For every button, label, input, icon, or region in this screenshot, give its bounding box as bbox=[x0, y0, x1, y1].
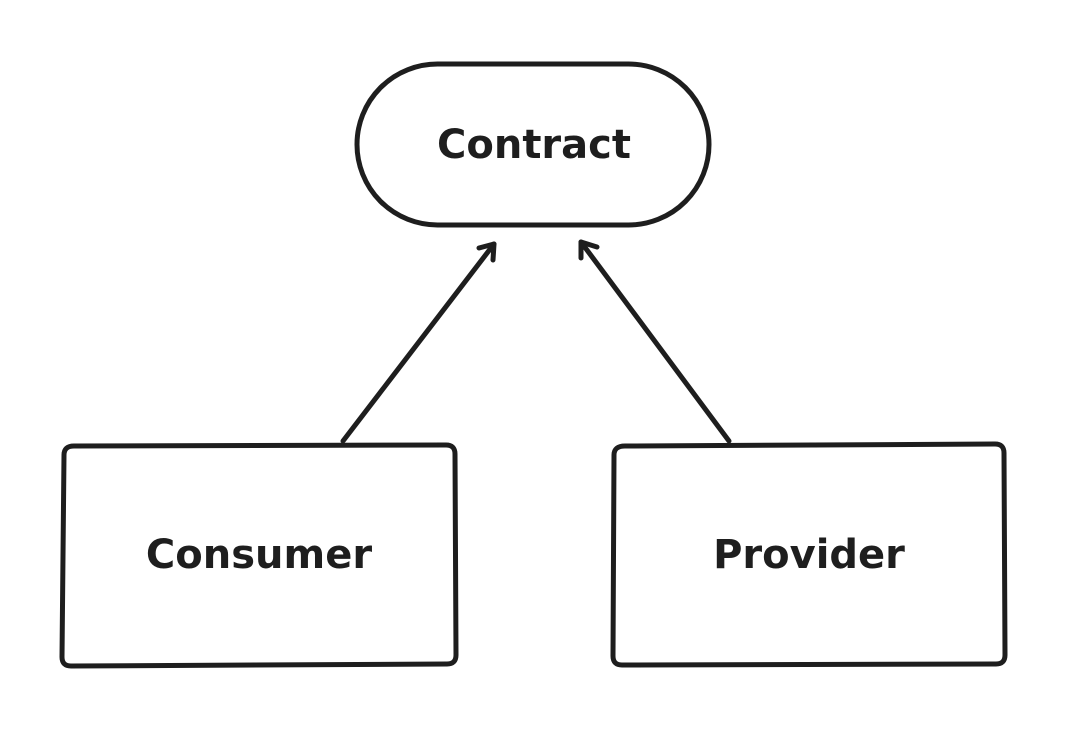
consumer-node-shape bbox=[59, 442, 459, 669]
arrowhead-icon bbox=[476, 241, 497, 263]
contract-node-shape bbox=[354, 61, 712, 228]
edge-consumer-to-contract-line bbox=[340, 241, 497, 444]
edge-consumer-to-contract[interactable] bbox=[340, 241, 497, 444]
edge-provider-to-contract[interactable] bbox=[578, 239, 732, 444]
arrowhead-icon bbox=[578, 239, 600, 261]
provider-node-label: Provider bbox=[713, 532, 905, 578]
contract-node[interactable]: Contract bbox=[354, 61, 712, 228]
provider-node[interactable]: Provider bbox=[610, 441, 1008, 668]
contract-node-label: Contract bbox=[437, 122, 631, 168]
provider-node-shape bbox=[610, 441, 1008, 668]
consumer-node-label: Consumer bbox=[146, 532, 372, 578]
consumer-node[interactable]: Consumer bbox=[59, 442, 459, 669]
edge-provider-to-contract-line bbox=[578, 239, 732, 444]
